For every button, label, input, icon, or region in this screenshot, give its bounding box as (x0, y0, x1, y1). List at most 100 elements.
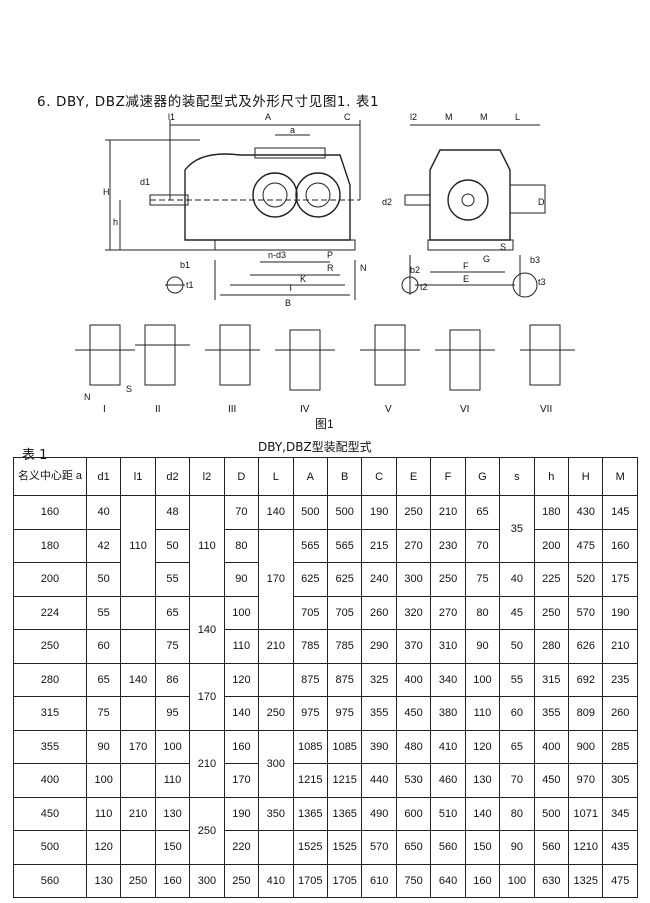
table-cell: 150 (464, 830, 501, 865)
table-cell: 1705 (292, 863, 328, 898)
table-cell: 160 (154, 863, 191, 898)
table-cell: 1071 (568, 796, 604, 831)
table-cell: 55 (85, 595, 122, 630)
table-cell: 270 (395, 528, 432, 563)
table-cell (258, 830, 294, 865)
table-cell: 1365 (292, 796, 328, 831)
dim-t2: t2 (420, 282, 428, 292)
table-cell: 390 (361, 729, 397, 764)
dim-A: A (265, 112, 271, 122)
table-cell: 320 (395, 595, 432, 630)
table-cell: 305 (602, 763, 638, 798)
table-cell: 210 (120, 796, 156, 831)
table-cell: 626 (568, 629, 604, 664)
table-cell: 345 (602, 796, 638, 831)
table-cell: 190 (602, 595, 638, 630)
table-cell: 410 (430, 729, 466, 764)
dim-t1: t1 (186, 280, 194, 290)
table-cell: 250 (189, 796, 225, 865)
table-cell (120, 696, 156, 731)
table-cell: 450 (13, 796, 87, 831)
table-cell: 86 (154, 662, 191, 697)
table-cell: 210 (189, 729, 225, 798)
dim-E: E (463, 274, 469, 284)
table-cell: 160 (464, 863, 501, 898)
table-cell: 210 (430, 495, 466, 530)
header-L: L (258, 457, 294, 496)
dim-C: C (344, 112, 351, 122)
table-cell: 180 (13, 528, 87, 563)
form-VII: VII (540, 404, 552, 415)
table-cell: 450 (533, 763, 570, 798)
table-cell: 460 (430, 763, 466, 798)
table-cell: 75 (464, 562, 501, 597)
table-cell: 50 (154, 528, 191, 563)
table-cell (120, 830, 156, 865)
table-cell: 50 (499, 629, 535, 664)
table-cell: 170 (223, 763, 260, 798)
form-III: III (228, 404, 236, 415)
figure-caption: 图1 (315, 417, 334, 431)
table-cell: 530 (395, 763, 432, 798)
table-cell: 570 (568, 595, 604, 630)
table-cell: 100 (499, 863, 535, 898)
table-cell: 355 (361, 696, 397, 731)
table-cell: 75 (85, 696, 122, 731)
dim-L: L (515, 112, 520, 122)
table-cell: 260 (602, 696, 638, 731)
table-cell: 355 (13, 729, 87, 764)
table-cell (120, 629, 156, 664)
table-cell: 440 (361, 763, 397, 798)
table-cell: 970 (568, 763, 604, 798)
table-cell: 500 (13, 830, 87, 865)
table-cell: 1705 (326, 863, 363, 898)
dim-T: T (288, 283, 294, 293)
table-cell: 160 (13, 495, 87, 530)
table-cell: 355 (533, 696, 570, 731)
table-cell: 190 (361, 495, 397, 530)
dim-M2: M (480, 112, 488, 122)
table-cell: 1085 (292, 729, 328, 764)
table-cell: 35 (499, 495, 535, 563)
header-H: H (568, 457, 604, 496)
table-cell: 130 (154, 796, 191, 831)
table-cell: 130 (464, 763, 501, 798)
table-cell: 170 (258, 528, 294, 630)
dim-N: N (360, 263, 367, 273)
table-cell: 90 (464, 629, 501, 664)
table-cell: 1325 (568, 863, 604, 898)
form-IV: IV (300, 404, 310, 415)
table-cell: 570 (361, 830, 397, 865)
table-cell: 130 (85, 863, 122, 898)
table-cell: 750 (395, 863, 432, 898)
table-cell: 565 (326, 528, 363, 563)
table-cell: 692 (568, 662, 604, 697)
dim-h: h (113, 217, 118, 227)
table-cell: 435 (602, 830, 638, 865)
table-cell: 410 (258, 863, 294, 898)
table-cell (258, 662, 294, 697)
page-title: 6. DBY, DBZ减速器的装配型式及外形尺寸见图1. 表1 (37, 94, 380, 110)
table-cell: 510 (430, 796, 466, 831)
table-cell: 250 (430, 562, 466, 597)
dim-d2: d2 (382, 197, 392, 207)
table-cell: 90 (223, 562, 260, 597)
dim-n-d3: n-d3 (268, 250, 286, 260)
table-cell: 210 (602, 629, 638, 664)
table-cell: 100 (154, 729, 191, 764)
dim-K: K (300, 274, 306, 284)
table-cell: 250 (13, 629, 87, 664)
table-cell: 200 (13, 562, 87, 597)
table-cell: 180 (533, 495, 570, 530)
form-II: II (155, 404, 161, 415)
table-cell: 630 (533, 863, 570, 898)
table-cell: 705 (292, 595, 328, 630)
